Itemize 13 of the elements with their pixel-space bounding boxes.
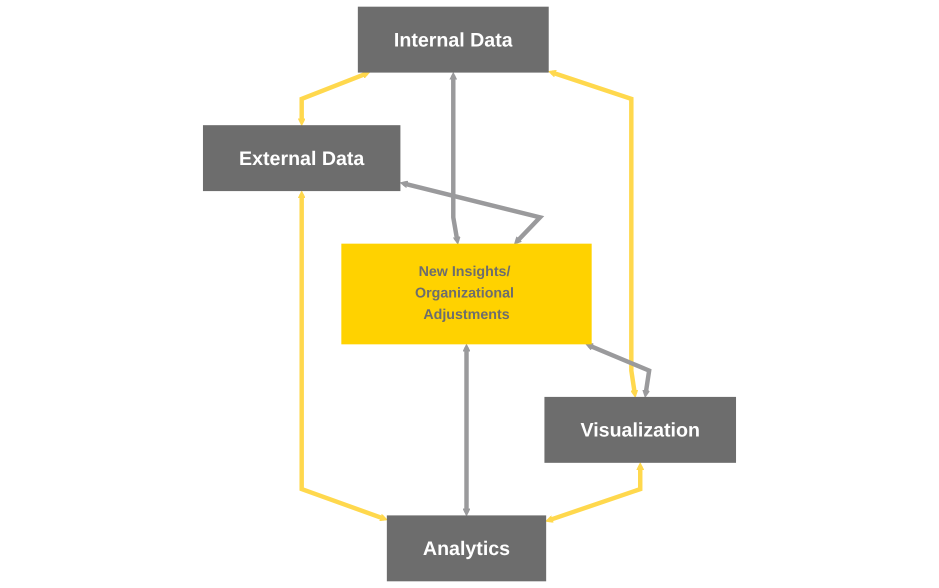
arrow [298, 71, 370, 126]
arrow [548, 70, 638, 398]
arrow [449, 72, 461, 244]
node-box: Analytics [386, 515, 546, 582]
arrow [585, 343, 652, 398]
arrow [298, 190, 388, 522]
node-box: New Insights/ Organizational Adjustments [341, 244, 592, 344]
node-box: Visualization [544, 396, 736, 463]
node-box: External Data [202, 125, 400, 192]
arrow [462, 344, 470, 516]
arrow [400, 180, 544, 244]
arrow [545, 462, 644, 523]
node-box: Internal Data [358, 6, 549, 73]
